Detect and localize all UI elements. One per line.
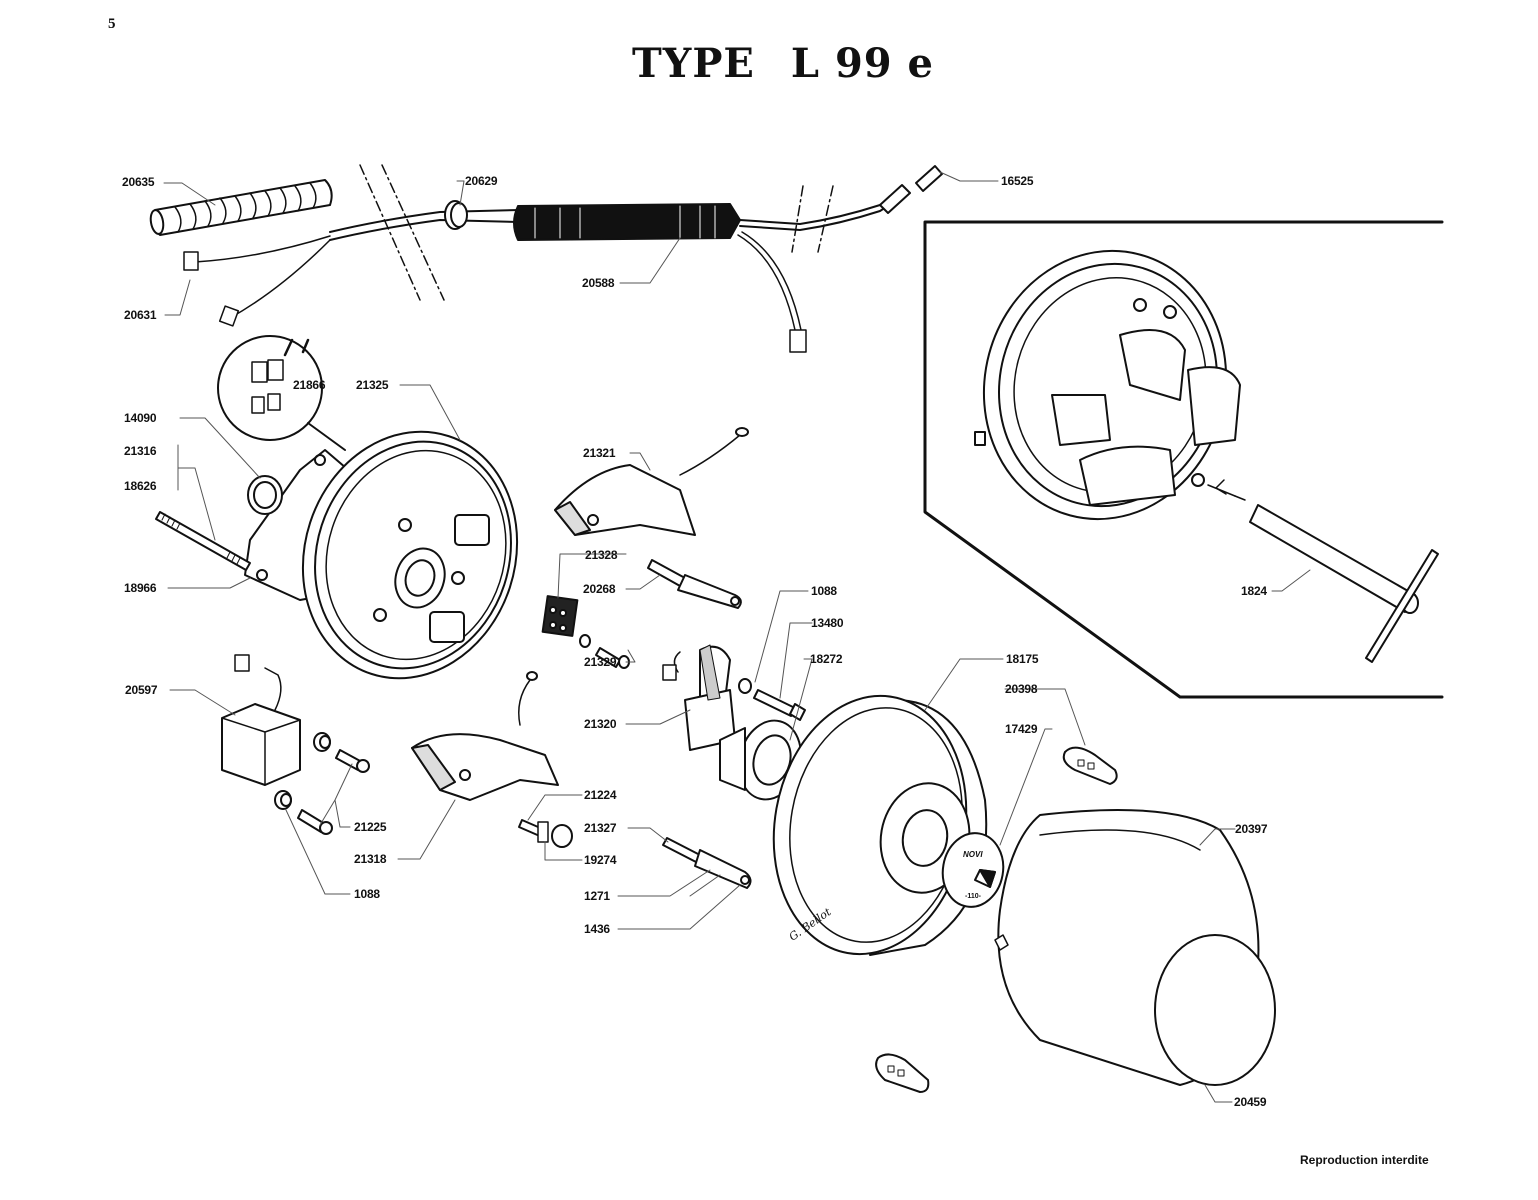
part-label-20459: 20459 <box>1234 1095 1267 1109</box>
page-number: 5 <box>108 16 116 32</box>
plug-21327 <box>663 838 751 888</box>
part-label-19274: 19274 <box>584 853 617 867</box>
title-model: L 99 e <box>790 40 934 87</box>
washer-1088-and-bolt-13480 <box>739 679 805 720</box>
part-label-21866: 21866 <box>293 378 326 392</box>
part-label-21329: 21329 <box>584 655 617 669</box>
terminal-block-21328 <box>543 596 578 636</box>
wire-loom <box>184 210 520 326</box>
part-label-21321: 21321 <box>583 446 616 460</box>
part-label-16525: 16525 <box>1001 174 1034 188</box>
part-label-17429: 17429 <box>1005 722 1038 736</box>
clip-spare <box>876 1054 928 1092</box>
stator-plate-21325 <box>245 404 548 707</box>
coil-21318 <box>412 672 558 800</box>
coil-21321 <box>555 428 748 535</box>
part-label-1436: 1436 <box>584 922 610 936</box>
cable-break-marks <box>360 165 833 300</box>
part-label-18272: 18272 <box>810 652 843 666</box>
terminal-16525 <box>880 166 942 213</box>
part-label-21224: 21224 <box>584 788 617 802</box>
spiral-sleeve-20635 <box>149 180 332 235</box>
part-label-1088-upper: 1088 <box>811 584 837 598</box>
part-label-1271: 1271 <box>584 889 610 903</box>
cap-17429 <box>937 828 1009 911</box>
inset-stator-assembly <box>954 224 1256 547</box>
part-label-20398: 20398 <box>1005 682 1038 696</box>
part-label-20597: 20597 <box>125 683 158 697</box>
title-prefix: TYPE <box>632 40 755 87</box>
part-label-13480: 13480 <box>811 616 844 630</box>
gasket-14090 <box>248 476 282 514</box>
part-label-21328: 21328 <box>585 548 618 562</box>
part-label-21225: 21225 <box>354 820 387 834</box>
leader-lines <box>164 172 1310 1102</box>
part-label-20397: 20397 <box>1235 822 1268 836</box>
part-label-20268: 20268 <box>583 582 616 596</box>
spacers-and-screws-21225 <box>275 733 369 834</box>
part-label-21318: 21318 <box>354 852 387 866</box>
cover-20397 <box>995 810 1275 1085</box>
copyright-notice: Reproduction interdite <box>1300 1153 1429 1167</box>
part-label-14090: 14090 <box>124 411 157 425</box>
cap-brand-text: NOVI <box>963 850 983 859</box>
part-label-20629: 20629 <box>465 174 498 188</box>
washer-and-screw-21329 <box>580 635 629 668</box>
detail-circle-21866 <box>218 336 345 450</box>
part-label-18175: 18175 <box>1006 652 1039 666</box>
part-label-21325: 21325 <box>356 378 389 392</box>
coil-20588 <box>514 188 905 352</box>
part-label-21316: 21316 <box>124 444 157 458</box>
condenser-20597 <box>222 655 300 785</box>
part-label-20631: 20631 <box>124 308 157 322</box>
tool-1824 <box>1208 480 1438 662</box>
grommet-20629 <box>445 201 467 229</box>
stud-18966 <box>156 512 250 570</box>
part-label-18626: 18626 <box>124 479 157 493</box>
part-label-21320: 21320 <box>584 717 617 731</box>
inset-frame <box>925 222 1442 697</box>
flywheel-18175 <box>754 680 986 969</box>
part-label-20588: 20588 <box>582 276 615 290</box>
clip-20398 <box>1064 748 1117 784</box>
part-label-1824: 1824 <box>1241 584 1267 598</box>
part-label-21327: 21327 <box>584 821 617 835</box>
part-label-1088-lower: 1088 <box>354 887 380 901</box>
terminal-post-21224-19274 <box>519 820 572 847</box>
plug-20268 <box>648 560 741 608</box>
part-label-20635: 20635 <box>122 175 155 189</box>
cap-code-text: -110- <box>965 893 981 900</box>
contact-breaker-21320 <box>663 645 735 750</box>
page-title: TYPE L 99 e <box>632 40 934 87</box>
part-label-18966: 18966 <box>124 581 157 595</box>
